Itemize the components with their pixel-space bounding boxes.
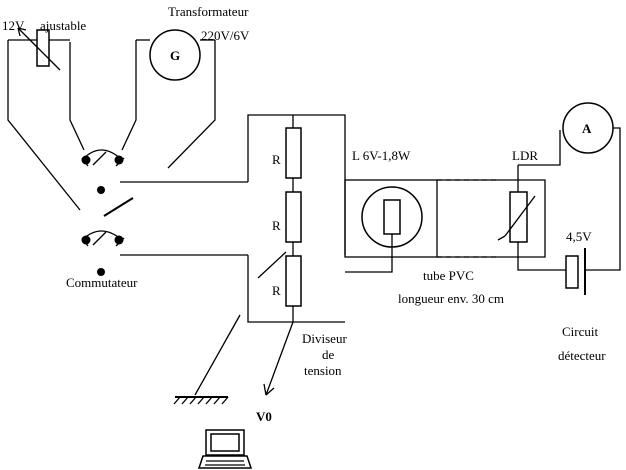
label-ajustable: ajustable: [40, 18, 86, 33]
computer-icon: [197, 429, 253, 469]
label-12v: 12V: [2, 18, 25, 33]
label-diviseur-2: de: [322, 347, 335, 362]
supply-wiring: [7, 39, 216, 211]
label-tube-2: longueur env. 30 cm: [398, 291, 504, 306]
label-tube-1: tube PVC: [423, 268, 474, 283]
label-diviseur-3: tension: [304, 363, 342, 378]
label-diviseur-1: Diviseur: [302, 331, 347, 346]
label-v0: V0: [256, 409, 272, 424]
label-battery: 4,5V: [566, 229, 592, 244]
label-ammeter: A: [582, 121, 592, 136]
label-transformateur: Transformateur: [168, 4, 249, 19]
label-resistor-3: R: [272, 283, 281, 298]
label-commutateur: Commutateur: [66, 275, 138, 290]
label-lamp: L 6V-1,8W: [352, 148, 411, 163]
adjustable-source: [8, 27, 70, 71]
label-resistor-1: R: [272, 152, 281, 167]
label-transfo-ratio: 220V/6V: [201, 28, 250, 43]
voltage-divider: [194, 114, 346, 396]
detector-circuit: [518, 102, 621, 295]
ground-symbol: [173, 396, 229, 405]
label-circuit-1: Circuit: [562, 324, 598, 339]
label-generator: G: [170, 48, 180, 63]
ldr-symbol: [497, 165, 566, 271]
commutator-switch: [81, 149, 248, 276]
label-circuit-2: détecteur: [558, 348, 606, 363]
lamp-tube: [344, 179, 546, 273]
label-resistor-2: R: [272, 218, 281, 233]
label-ldr: LDR: [512, 148, 538, 163]
generator-symbol: [149, 29, 201, 81]
